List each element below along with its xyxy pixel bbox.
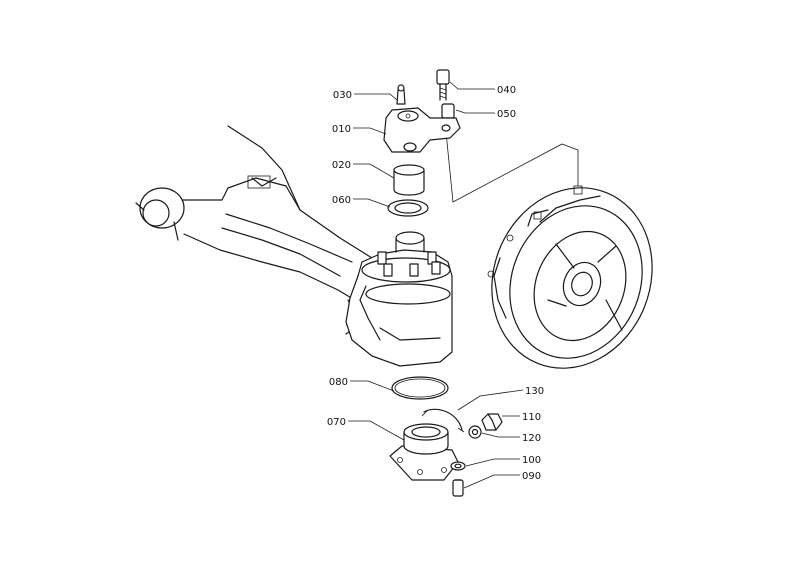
callout-030: 030 [333,90,352,101]
callout-080: 080 [329,377,348,388]
part-130-circlip [421,408,465,433]
part-100-lock-washer [450,461,466,471]
leader-lines [348,81,524,489]
knuckle-housing [345,231,453,367]
part-050-collar [441,103,455,119]
callout-110: 110 [522,412,541,423]
callout-060: 060 [332,195,351,206]
part-080-o-ring [391,376,449,400]
callout-050: 050 [497,109,516,120]
callout-labels: 030 040 050 010 020 060 080 130 070 110 … [327,85,544,482]
callout-010: 010 [332,124,351,135]
callout-100: 100 [522,455,541,466]
part-120-washer [468,425,482,439]
part-030-grease-nipple [396,84,406,105]
callout-070: 070 [327,417,346,428]
part-060-seal [387,199,429,217]
brake-drum [487,185,653,369]
part-090-bolt [452,479,464,497]
part-110-plug [481,413,503,431]
axle-housing [135,125,373,335]
callout-090: 090 [522,471,541,482]
part-010-arm [383,107,461,153]
callout-130: 130 [525,386,544,397]
part-070-flange-cover [389,423,459,481]
callout-020: 020 [332,160,351,171]
assembly-guide-line [445,131,579,203]
part-020-bushing [393,164,425,196]
part-040-bolt [436,69,450,101]
callout-120: 120 [522,433,541,444]
callout-040: 040 [497,85,516,96]
